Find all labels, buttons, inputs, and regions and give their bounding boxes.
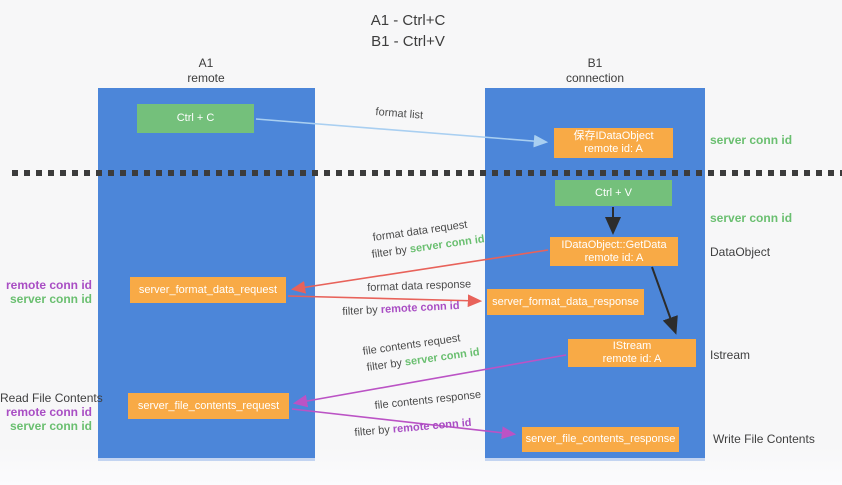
server-file-contents-response-label: server_file_contents_response	[525, 433, 676, 445]
server-format-data-request-label: server_format_data_request	[138, 283, 278, 296]
left-remote-conn-id-2: remote conn id	[5, 405, 92, 419]
idataobject-getdata-box: IDataObject::GetData remote id: A	[550, 237, 678, 266]
lane-remote-label: remote	[187, 71, 225, 85]
filter-by-text: filter by	[354, 423, 391, 439]
diagram-title: A1 - Ctrl+C B1 - Ctrl+V	[308, 10, 508, 52]
istream-box: IStream remote id: A	[568, 339, 696, 367]
title-line-ctrl-v: B1 - Ctrl+V	[371, 33, 445, 50]
lane-a1-label: A1	[198, 56, 214, 70]
filter-by-text: filter by	[342, 304, 379, 318]
lane-header-b1-connection: B1 connection	[535, 56, 655, 86]
file-contents-response-label: file contents response	[374, 388, 482, 412]
format-data-response-label: format data response	[367, 278, 472, 294]
right-istream-label: Istream	[710, 348, 751, 362]
session-separator-dotted-line	[12, 170, 842, 176]
format-list-label: format list	[375, 106, 424, 122]
idataobject-getdata-line2: remote id: A	[584, 251, 644, 264]
remote-conn-id-text: remote conn id	[392, 416, 472, 436]
left-server-conn-id-2: server conn id	[9, 419, 92, 433]
left-conn-id-stack-1: remote conn id server conn id	[0, 278, 92, 306]
lane-b1-label: B1	[587, 56, 603, 70]
istream-line1: IStream	[612, 340, 652, 352]
save-idataobject-line2: remote id: A	[584, 143, 643, 155]
right-dataobject-label: DataObject	[710, 245, 771, 259]
server-file-contents-response-box: server_file_contents_response	[522, 427, 679, 452]
right-server-conn-id-1: server conn id	[710, 133, 793, 147]
right-server-conn-id-2: server conn id	[710, 211, 793, 225]
save-idataobject-box: 保存IDataObject remote id: A	[554, 128, 673, 158]
left-read-file-contents-stack: Read File Contents remote conn id server…	[0, 391, 103, 433]
title-line-ctrl-c: A1 - Ctrl+C	[370, 12, 446, 29]
idataobject-getdata-line1: IDataObject::GetData	[561, 238, 667, 251]
server-format-data-request-box: server_format_data_request	[130, 277, 286, 303]
server-file-contents-request-box: server_file_contents_request	[128, 393, 289, 419]
server-file-contents-request-label: server_file_contents_request	[137, 399, 280, 412]
filter-by-text: filter by	[366, 357, 403, 374]
server-format-data-response-box: server_format_data_response	[487, 289, 644, 315]
left-server-conn-id-1: server conn id	[9, 292, 92, 306]
ctrl-c-box: Ctrl + C	[137, 104, 254, 133]
ctrl-v-box: Ctrl + V	[555, 180, 672, 206]
save-idataobject-line1: 保存IDataObject	[573, 130, 654, 142]
ctrl-c-label: Ctrl + C	[176, 112, 215, 124]
filter-by-remote-conn-id-label-2: filter by remote conn id	[354, 417, 472, 439]
right-write-file-contents-label: Write File Contents	[713, 432, 815, 446]
server-format-data-response-label: server_format_data_response	[492, 295, 639, 308]
filter-by-text: filter by	[371, 244, 408, 261]
lane-connection-label: connection	[565, 71, 625, 85]
remote-conn-id-text: remote conn id	[380, 299, 460, 316]
left-remote-conn-id-1: remote conn id	[5, 278, 92, 292]
ctrl-v-label: Ctrl + V	[595, 186, 632, 199]
filter-by-remote-conn-id-label-1: filter by remote conn id	[342, 300, 460, 318]
istream-line2: remote id: A	[602, 353, 662, 365]
lane-header-a1-remote: A1 remote	[146, 56, 266, 86]
left-read-file-contents-label: Read File Contents	[0, 391, 103, 405]
